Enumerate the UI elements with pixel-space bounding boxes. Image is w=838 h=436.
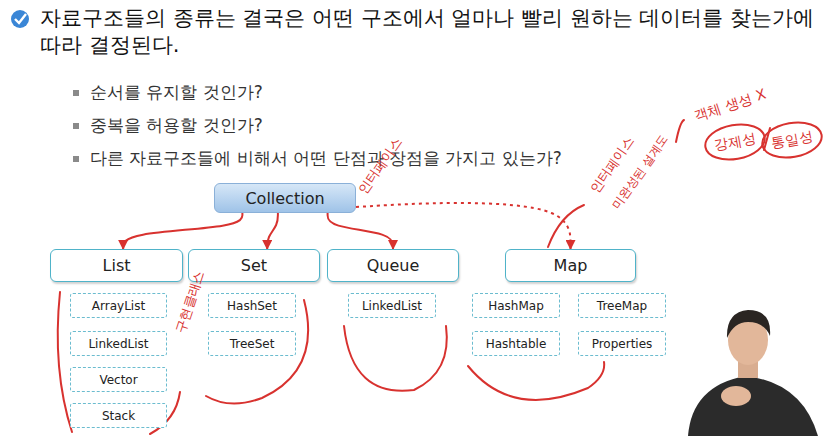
hand-drawn-circle <box>703 120 768 164</box>
class-box: HashMap <box>472 293 560 318</box>
node-label: Queue <box>367 256 420 275</box>
bullet-text: 다른 자료구조들에 비해서 어떤 단점과 장점을 가지고 있는가? <box>90 148 562 168</box>
class-box: TreeMap <box>578 293 666 318</box>
class-box: Properties <box>578 331 666 356</box>
node-label: Map <box>554 256 588 275</box>
presenter <box>688 310 818 436</box>
interface-root-box: Collection <box>214 183 356 213</box>
node-label: Collection <box>245 189 324 208</box>
interface-box: Map <box>505 249 636 282</box>
interface-box: List <box>50 249 183 282</box>
hand-drawn-line <box>548 205 584 247</box>
connector <box>267 213 278 249</box>
bullet-square <box>73 156 79 162</box>
presenter-body <box>688 376 818 436</box>
node-label: HashMap <box>488 299 544 313</box>
class-box: Hashtable <box>472 331 560 356</box>
hand-drawn-line <box>676 120 684 142</box>
node-label: Stack <box>102 409 135 423</box>
class-box: Vector <box>70 367 167 392</box>
handwritten-note: 통일성 <box>770 128 814 152</box>
node-label: LinkedList <box>88 337 148 351</box>
presenter-hands <box>721 386 751 406</box>
hand-drawn-line <box>764 128 770 150</box>
connector <box>123 213 242 249</box>
hand-drawn-circle <box>760 118 825 162</box>
node-label: Hashtable <box>486 337 547 351</box>
connector <box>328 213 393 249</box>
class-box: HashSet <box>208 293 296 318</box>
node-label: Set <box>241 256 267 275</box>
check-icon <box>11 10 29 28</box>
bullet-text: 순서를 유지할 것인가? <box>90 82 263 102</box>
handwritten-note: 객체 생성 X <box>692 86 768 125</box>
node-label: Vector <box>99 373 137 387</box>
class-box: LinkedList <box>348 293 436 318</box>
node-label: TreeMap <box>597 299 647 313</box>
interface-box: Queue <box>327 249 459 282</box>
node-label: TreeSet <box>230 337 275 351</box>
connector <box>356 203 571 249</box>
class-box: Stack <box>70 403 167 428</box>
node-label: ArrayList <box>92 299 145 313</box>
node-label: HashSet <box>227 299 277 313</box>
check-mark <box>15 14 26 23</box>
class-box: TreeSet <box>208 331 296 356</box>
class-box: ArrayList <box>70 293 167 318</box>
hand-drawn-circle <box>344 326 447 391</box>
heading: 자료구조들의 종류는 결국은 어떤 구조에서 얼마나 빨리 원하는 데이터를 찾… <box>40 5 830 59</box>
node-label: List <box>103 256 131 275</box>
node-label: LinkedList <box>362 299 422 313</box>
handwritten-note: 강제성 <box>713 130 757 154</box>
interface-box: Set <box>188 249 320 282</box>
bullet-square <box>73 123 79 129</box>
hand-drawn-circle <box>468 362 604 400</box>
bullet-text: 중복을 허용할 것인가? <box>90 115 263 135</box>
node-label: Properties <box>592 337 653 351</box>
class-box: LinkedList <box>70 331 167 356</box>
bullet-square <box>73 90 79 96</box>
presenter-hair <box>727 310 770 338</box>
